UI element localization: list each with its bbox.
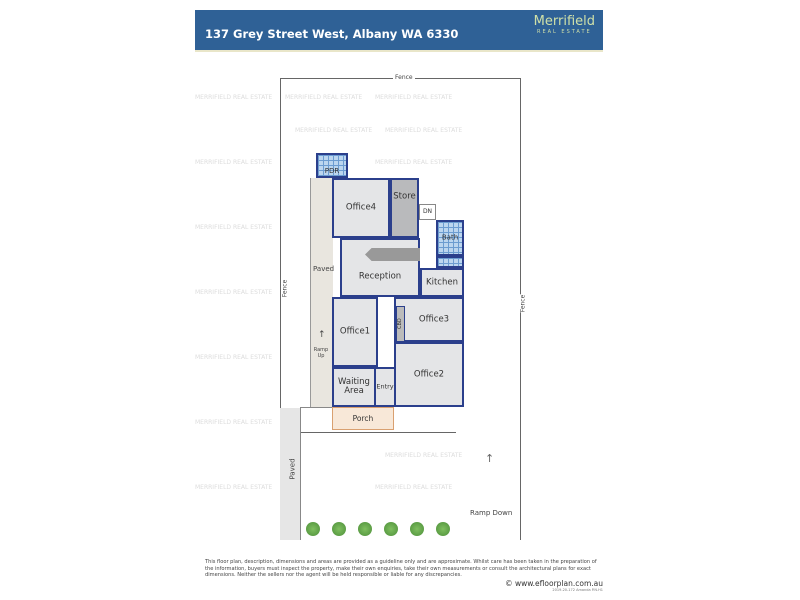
watermark-text: MERRIFIELD REAL ESTATE <box>195 224 273 231</box>
watermark-text: MERRIFIELD REAL ESTATE <box>195 289 273 296</box>
fence-right-label: Fence <box>519 294 527 313</box>
ramp-down-arrow-icon: ↑ <box>485 452 495 465</box>
watermark-text: MERRIFIELD REAL ESTATE <box>295 126 373 134</box>
room-entry-label: Entry <box>376 382 394 391</box>
stairs-down-label: DN <box>422 207 433 215</box>
plan-reference: 2019-20-172 Amanda P.N.H1 <box>552 588 603 593</box>
room-reception-label: Reception <box>358 271 402 282</box>
room-office1-label: Office1 <box>339 326 371 337</box>
room-office3: CBD Office3 <box>394 297 464 342</box>
watermark-text: MERRIFIELD REAL ESTATE <box>195 419 273 426</box>
room-store-label: Store <box>393 191 416 202</box>
ramp-down-label: Ramp Down <box>470 509 513 517</box>
room-toilet <box>436 256 464 268</box>
room-reception: Reception <box>340 238 420 297</box>
logo-name: Merrifield <box>533 14 595 29</box>
watermark-text: MERRIFIELD REAL ESTATE <box>375 484 453 491</box>
room-entry: Entry <box>376 367 394 407</box>
room-store: Store <box>390 178 419 238</box>
room-kitchen: Kitchen <box>420 268 464 297</box>
room-waiting-area: Waiting Area <box>332 367 376 407</box>
shrub-icon <box>306 522 320 536</box>
room-cbd-label: CBD <box>397 318 403 330</box>
room-office3-label: Office3 <box>418 314 450 325</box>
watermark-text: MERRIFIELD REAL ESTATE <box>375 159 453 166</box>
property-address: 137 Grey Street West, Albany WA 6330 <box>205 27 459 41</box>
watermark-text: MERRIFIELD REAL ESTATE <box>195 484 273 491</box>
room-kitchen-label: Kitchen <box>426 277 458 288</box>
room-porch-label: Porch <box>352 413 374 423</box>
shrub-icon <box>358 522 372 536</box>
logo-sub: REAL ESTATE <box>536 29 592 35</box>
watermark-text: MERRIFIELD REAL ESTATE <box>195 354 273 361</box>
shrub-icon <box>436 522 450 536</box>
watermark-text: MERRIFIELD REAL ESTATE <box>375 94 453 101</box>
room-pdr: PDR <box>316 153 348 178</box>
watermark-text: MERRIFIELD REAL ESTATE <box>195 94 273 101</box>
paved-upper-label: Paved <box>313 265 335 273</box>
ramp-up-arrow-icon: ↑ <box>318 330 326 340</box>
reception-counter <box>365 248 420 261</box>
room-waiting-area-label: Waiting Area <box>338 377 370 396</box>
floorplan-url[interactable]: © www.efloorplan.com.au <box>505 578 603 588</box>
footer: This floor plan, description, dimensions… <box>205 559 603 592</box>
room-cbd: CBD <box>396 306 405 342</box>
watermark-text: MERRIFIELD REAL ESTATE <box>195 159 273 166</box>
shrub-icon <box>410 522 424 536</box>
watermark-text: MERRIFIELD REAL ESTATE <box>385 126 463 134</box>
ramp-up-label: Ramp Up <box>313 347 329 359</box>
paved-strip <box>310 178 333 407</box>
stairs-down: DN <box>419 204 436 220</box>
watermark-text: MERRIFIELD REAL ESTATE <box>285 94 363 101</box>
disclaimer: This floor plan, description, dimensions… <box>205 559 597 579</box>
fence-left-line <box>280 78 281 408</box>
fence-top-label: Fence <box>393 74 415 81</box>
room-office2-label: Office2 <box>413 369 445 380</box>
room-office4-label: Office4 <box>345 202 377 213</box>
room-office4: Office4 <box>332 178 390 238</box>
paved-lower-strip <box>280 408 301 540</box>
paved-lower-label: Paved <box>288 458 297 480</box>
room-office1: Office1 <box>332 297 378 367</box>
header-banner: 137 Grey Street West, Albany WA 6330 Mer… <box>195 10 603 52</box>
paved-edge <box>300 407 332 408</box>
room-pdr-label: PDR <box>324 166 340 175</box>
room-bath: Bath <box>436 220 464 256</box>
room-porch: Porch <box>332 407 394 430</box>
shrub-icon <box>332 522 346 536</box>
ramp-line <box>301 432 456 433</box>
room-office2: Office2 <box>394 342 464 407</box>
shrub-icon <box>384 522 398 536</box>
room-bath-label: Bath <box>441 233 459 242</box>
fence-left-label: Fence <box>281 279 289 298</box>
watermark-text: MERRIFIELD REAL ESTATE <box>385 451 463 459</box>
